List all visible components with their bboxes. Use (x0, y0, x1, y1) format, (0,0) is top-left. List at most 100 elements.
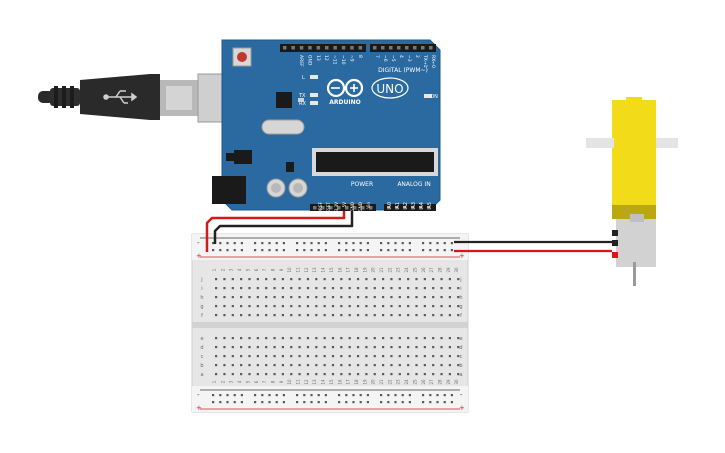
breadboard-hole[interactable] (231, 278, 234, 281)
rail-hole[interactable] (268, 401, 271, 404)
breadboard-hole[interactable] (448, 296, 451, 299)
breadboard-hole[interactable] (306, 314, 310, 317)
breadboard-hole[interactable] (457, 355, 460, 358)
breadboard-hole[interactable] (331, 373, 335, 376)
breadboard-hole[interactable] (273, 296, 276, 299)
breadboard-hole[interactable] (298, 278, 301, 281)
breadboard-hole[interactable] (382, 314, 385, 317)
digital-pin-hole[interactable] (333, 46, 337, 50)
rail-hole[interactable] (212, 394, 215, 397)
breadboard-hole[interactable] (273, 355, 276, 358)
rail-hole[interactable] (359, 242, 362, 245)
rail-hole[interactable] (422, 394, 425, 397)
breadboard-hole[interactable] (348, 364, 351, 367)
breadboard-hole[interactable] (290, 373, 293, 376)
breadboard-hole[interactable] (298, 355, 301, 358)
breadboard-hole[interactable] (398, 305, 401, 308)
breadboard-hole[interactable] (240, 346, 243, 349)
breadboard-hole[interactable] (315, 305, 318, 308)
breadboard-hole[interactable] (415, 287, 418, 290)
rail-hole[interactable] (254, 401, 257, 404)
breadboard-hole[interactable] (265, 355, 268, 358)
rail-hole[interactable] (268, 242, 271, 245)
rail-hole[interactable] (310, 401, 313, 404)
power-pin-hole[interactable] (353, 206, 357, 210)
breadboard-hole[interactable] (382, 355, 385, 358)
breadboard-hole[interactable] (323, 373, 326, 376)
rail-hole[interactable] (450, 242, 453, 245)
breadboard-hole[interactable] (448, 355, 451, 358)
breadboard-hole[interactable] (373, 355, 376, 358)
breadboard-hole[interactable] (281, 278, 284, 281)
breadboard-hole[interactable] (440, 278, 443, 281)
breadboard-hole[interactable] (315, 314, 318, 317)
breadboard-hole[interactable] (281, 373, 284, 376)
breadboard-hole[interactable] (290, 314, 293, 317)
breadboard-hole[interactable] (331, 314, 335, 317)
breadboard-hole[interactable] (281, 314, 284, 317)
digital-pin-hole[interactable] (341, 46, 346, 50)
rail-hole[interactable] (226, 249, 229, 252)
breadboard-hole[interactable] (373, 287, 376, 290)
breadboard-hole[interactable] (306, 305, 310, 308)
rail-hole[interactable] (436, 249, 439, 252)
breadboard-hole[interactable] (407, 296, 410, 299)
rail-hole[interactable] (303, 249, 306, 252)
breadboard-hole[interactable] (373, 337, 376, 340)
breadboard-hole[interactable] (432, 337, 435, 340)
breadboard-hole[interactable] (240, 337, 243, 340)
breadboard-hole[interactable] (223, 364, 226, 367)
dc-gear-motor-icon[interactable] (586, 97, 678, 286)
breadboard-hole[interactable] (407, 355, 410, 358)
breadboard-hole[interactable] (223, 337, 226, 340)
breadboard-hole[interactable] (331, 337, 335, 340)
rail-hole[interactable] (352, 249, 355, 252)
breadboard-hole[interactable] (348, 314, 351, 317)
rail-hole[interactable] (401, 394, 404, 397)
rail-hole[interactable] (352, 401, 355, 404)
breadboard-hole[interactable] (273, 305, 276, 308)
breadboard-hole[interactable] (323, 364, 326, 367)
breadboard-hole[interactable] (231, 364, 234, 367)
breadboard-hole[interactable] (356, 355, 360, 358)
breadboard-hole[interactable] (248, 314, 251, 317)
rail-hole[interactable] (394, 242, 397, 245)
breadboard-hole[interactable] (457, 296, 460, 299)
breadboard-hole[interactable] (223, 278, 226, 281)
breadboard-hole[interactable] (457, 373, 460, 376)
breadboard-hole[interactable] (231, 287, 234, 290)
rail-hole[interactable] (275, 401, 278, 404)
rail-hole[interactable] (212, 242, 215, 245)
digital-pin-hole[interactable] (291, 46, 295, 50)
rail-hole[interactable] (303, 242, 306, 245)
breadboard-hole[interactable] (423, 287, 426, 290)
breadboard-hole[interactable] (323, 305, 326, 308)
breadboard-hole[interactable] (290, 278, 293, 281)
breadboard-hole[interactable] (407, 337, 410, 340)
rail-hole[interactable] (282, 242, 285, 245)
breadboard-hole[interactable] (432, 364, 435, 367)
rail-hole[interactable] (366, 249, 369, 252)
breadboard-hole[interactable] (382, 278, 385, 281)
breadboard-hole[interactable] (298, 337, 301, 340)
breadboard-hole[interactable] (448, 305, 451, 308)
breadboard-hole[interactable] (348, 346, 351, 349)
power-header[interactable] (310, 204, 376, 211)
rail-hole[interactable] (408, 394, 411, 397)
rail-hole[interactable] (261, 394, 264, 397)
breadboard-hole[interactable] (306, 337, 310, 340)
rail-hole[interactable] (338, 401, 341, 404)
breadboard-hole[interactable] (356, 346, 360, 349)
breadboard-hole[interactable] (290, 364, 293, 367)
breadboard-hole[interactable] (265, 305, 268, 308)
rail-hole[interactable] (219, 401, 222, 404)
breadboard-hole[interactable] (290, 296, 293, 299)
analog-pin-hole[interactable] (387, 206, 391, 210)
breadboard-hole[interactable] (390, 305, 393, 308)
rail-hole[interactable] (443, 394, 446, 397)
breadboard-hole[interactable] (273, 314, 276, 317)
breadboard-hole[interactable] (398, 296, 401, 299)
breadboard-hole[interactable] (281, 364, 284, 367)
breadboard-hole[interactable] (373, 346, 376, 349)
rail-hole[interactable] (429, 249, 432, 252)
